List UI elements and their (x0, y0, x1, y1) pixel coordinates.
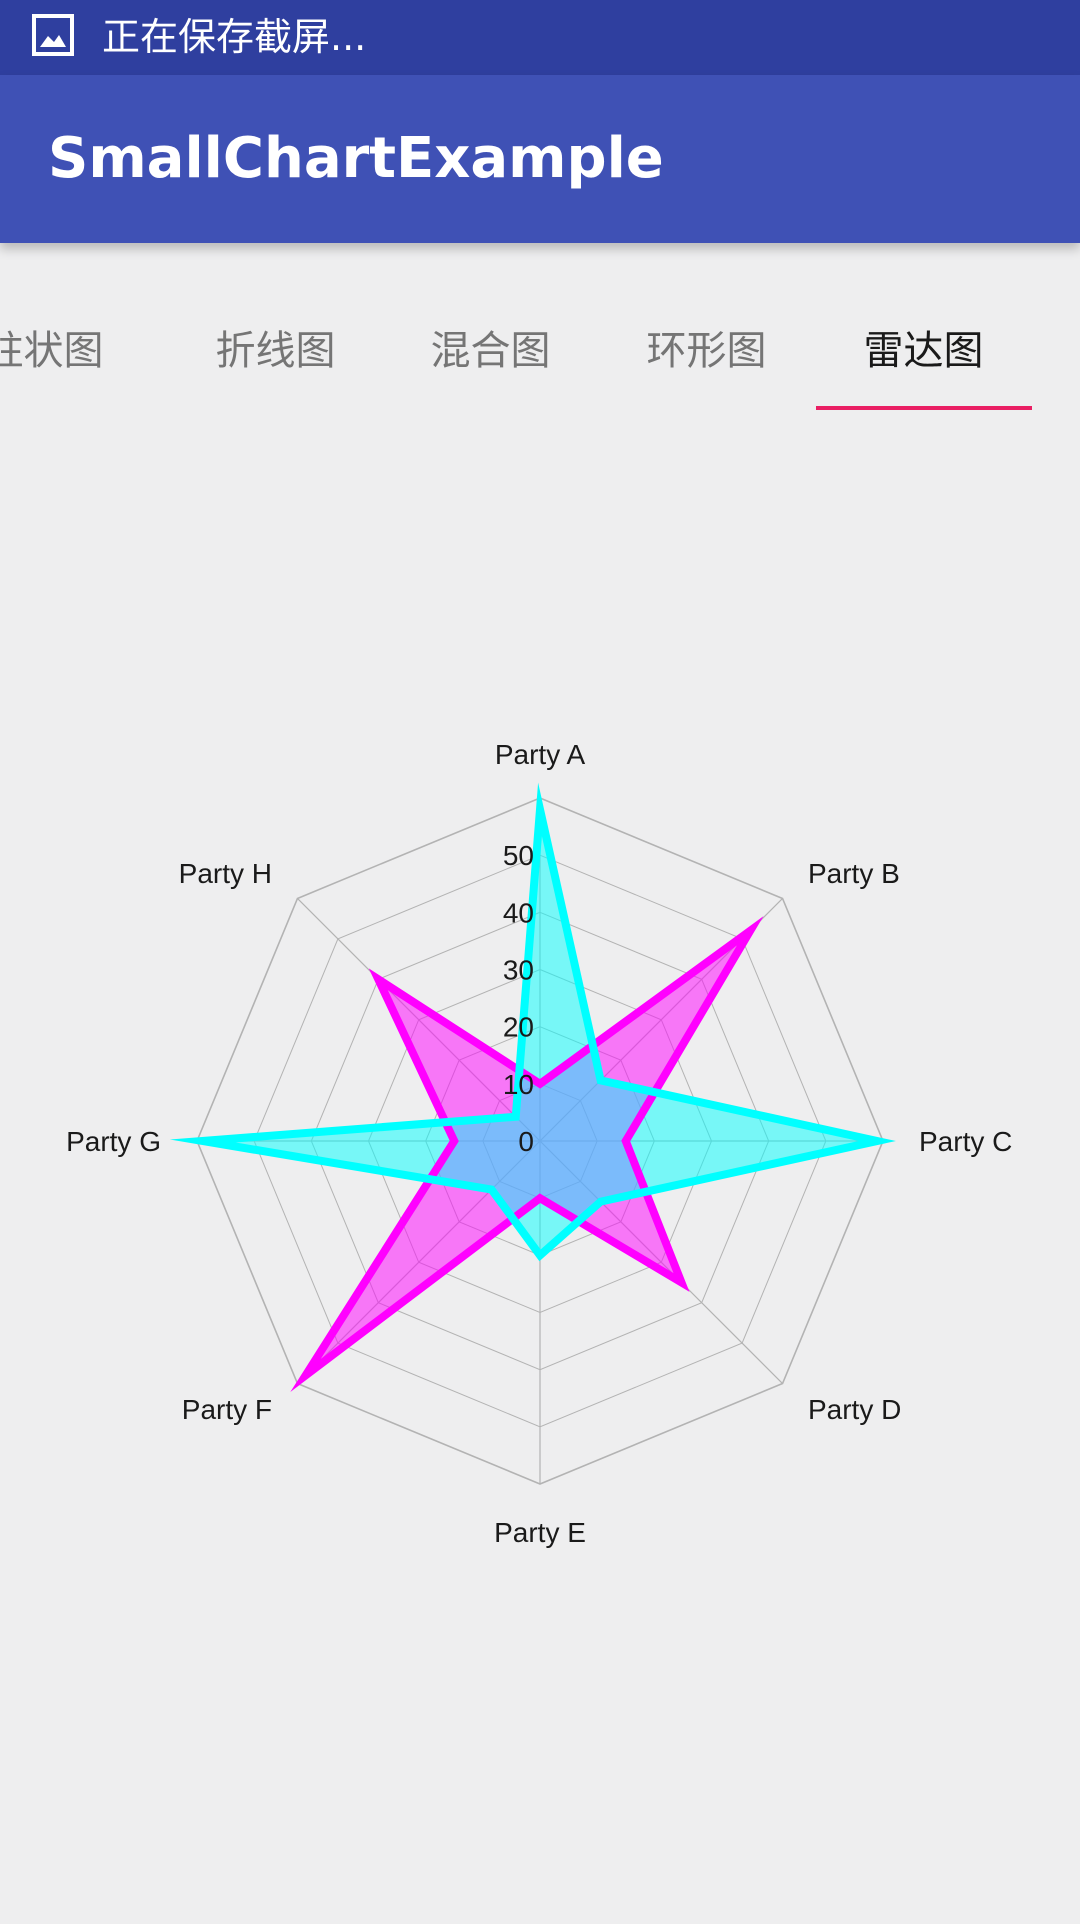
status-bar: 正在保存截屏... (0, 0, 1080, 75)
radar-category-labels: Party A Party B Party C Party D Party E Party… (66, 739, 1012, 1548)
radar-category-label: Party D (808, 1394, 901, 1425)
radar-tick-label: 0 (518, 1126, 534, 1157)
radar-tick-label: 10 (503, 1069, 534, 1100)
radar-tick-label: 40 (503, 897, 534, 928)
radar-series-line-2[interactable] (169, 782, 896, 1262)
radar-category-label: Party B (808, 858, 900, 889)
radar-tick-labels: 0 10 20 30 40 50 (503, 840, 534, 1157)
radar-chart-area[interactable]: 0 10 20 30 40 50 Party A Party B Party C Party D… (0, 413, 1080, 1920)
radar-series-area-2 (202, 809, 878, 1256)
radar-series-line-1[interactable] (290, 916, 764, 1392)
tab-bar-chart[interactable]: 柱状图 (0, 328, 104, 374)
radar-series (169, 782, 896, 1392)
tab-line-chart[interactable]: 折线图 (215, 328, 336, 374)
radar-category-label: Party F (182, 1394, 272, 1425)
status-notification-text: 正在保存截屏... (102, 15, 367, 59)
image-icon (32, 14, 74, 56)
tab-ring-chart[interactable]: 环形图 (646, 328, 767, 374)
radar-tick-label: 30 (503, 955, 534, 986)
radar-tick-label: 20 (503, 1012, 534, 1043)
app-title: SmallChartExample (48, 126, 664, 191)
tab-bar[interactable]: 柱状图 折线图 混合图 环形图 雷达图 (0, 243, 1080, 413)
radar-chart[interactable]: 0 10 20 30 40 50 Party A Party B Party C Party D… (0, 413, 1080, 1920)
radar-category-label: Party E (494, 1517, 586, 1548)
tab-radar-chart[interactable]: 雷达图 (863, 328, 984, 374)
tab-combined-chart[interactable]: 混合图 (430, 328, 551, 374)
radar-category-label: Party G (66, 1126, 161, 1157)
radar-category-label: Party H (179, 858, 272, 889)
radar-category-label: Party A (495, 739, 586, 770)
radar-tick-label: 50 (503, 840, 534, 871)
radar-category-label: Party C (919, 1126, 1012, 1157)
tab-indicator (816, 406, 1032, 410)
app-bar: SmallChartExample (0, 75, 1080, 243)
